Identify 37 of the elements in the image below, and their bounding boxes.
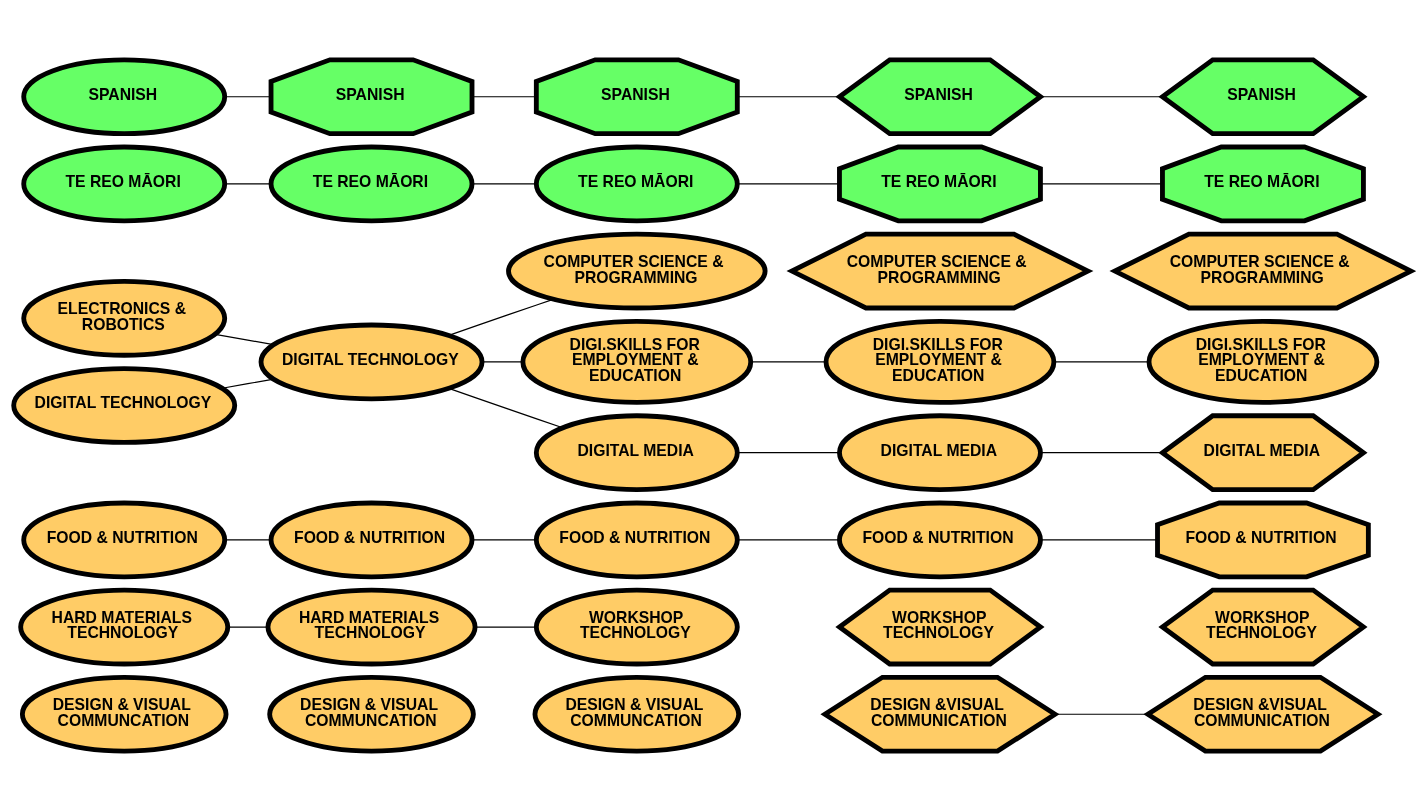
node-ellipse: TE REO MĀORI	[20, 144, 227, 223]
connector	[221, 377, 274, 389]
connector	[736, 538, 840, 540]
connector	[1053, 360, 1149, 362]
node-ellipse: DIGITAL MEDIA	[836, 412, 1043, 492]
node-ellipse: COMPUTER SCIENCE & PROGRAMMING	[505, 231, 768, 310]
connector	[471, 538, 537, 540]
node-ellipse: HARD MATERIALS TECHNOLOGY	[265, 587, 477, 666]
connector	[471, 95, 537, 97]
connector	[214, 333, 274, 345]
connector	[736, 451, 840, 453]
node-ellipse: DIGI.SKILLS FOR EMPLOYMENT & EDUCATION	[1146, 318, 1379, 405]
connector	[736, 182, 840, 185]
node-ellipse: TE REO MĀORI	[268, 144, 474, 223]
connector	[1039, 182, 1163, 185]
node-ellipse: TE REO MĀORI	[533, 144, 740, 223]
node-ellipse: DIGI.SKILLS FOR EMPLOYMENT & EDUCATION	[520, 318, 753, 405]
node-ellipse: DESIGN & VISUAL COMMUNCATION	[532, 674, 741, 754]
node-ellipse: FOOD & NUTRITION	[268, 500, 474, 579]
node-ellipse: FOOD & NUTRITION	[20, 500, 227, 579]
node-ellipse: DESIGN & VISUAL COMMUNCATION	[19, 674, 228, 754]
node-ellipse: DIGITAL TECHNOLOGY	[258, 322, 484, 401]
node-ellipse: HARD MATERIALS TECHNOLOGY	[17, 587, 230, 666]
node-ellipse: DIGI.SKILLS FOR EMPLOYMENT & EDUCATION	[823, 318, 1056, 405]
node-ellipse: ELECTRONICS & ROBOTICS	[20, 278, 227, 358]
connector	[736, 95, 840, 97]
connector	[471, 182, 537, 185]
node-ellipse: DESIGN & VISUAL COMMUNCATION	[266, 674, 476, 754]
node-ellipse: FOOD & NUTRITION	[533, 500, 740, 579]
connector	[1039, 538, 1158, 540]
node-ellipse: FOOD & NUTRITION	[836, 500, 1043, 579]
connector	[1039, 451, 1163, 453]
connector	[474, 625, 537, 628]
node-ellipse: DIGITAL MEDIA	[533, 412, 740, 492]
node-ellipse: SPANISH	[20, 56, 227, 136]
node-ellipse: DIGITAL TECHNOLOGY	[10, 365, 237, 445]
node-ellipse: WORKSHOP TECHNOLOGY	[533, 587, 740, 666]
